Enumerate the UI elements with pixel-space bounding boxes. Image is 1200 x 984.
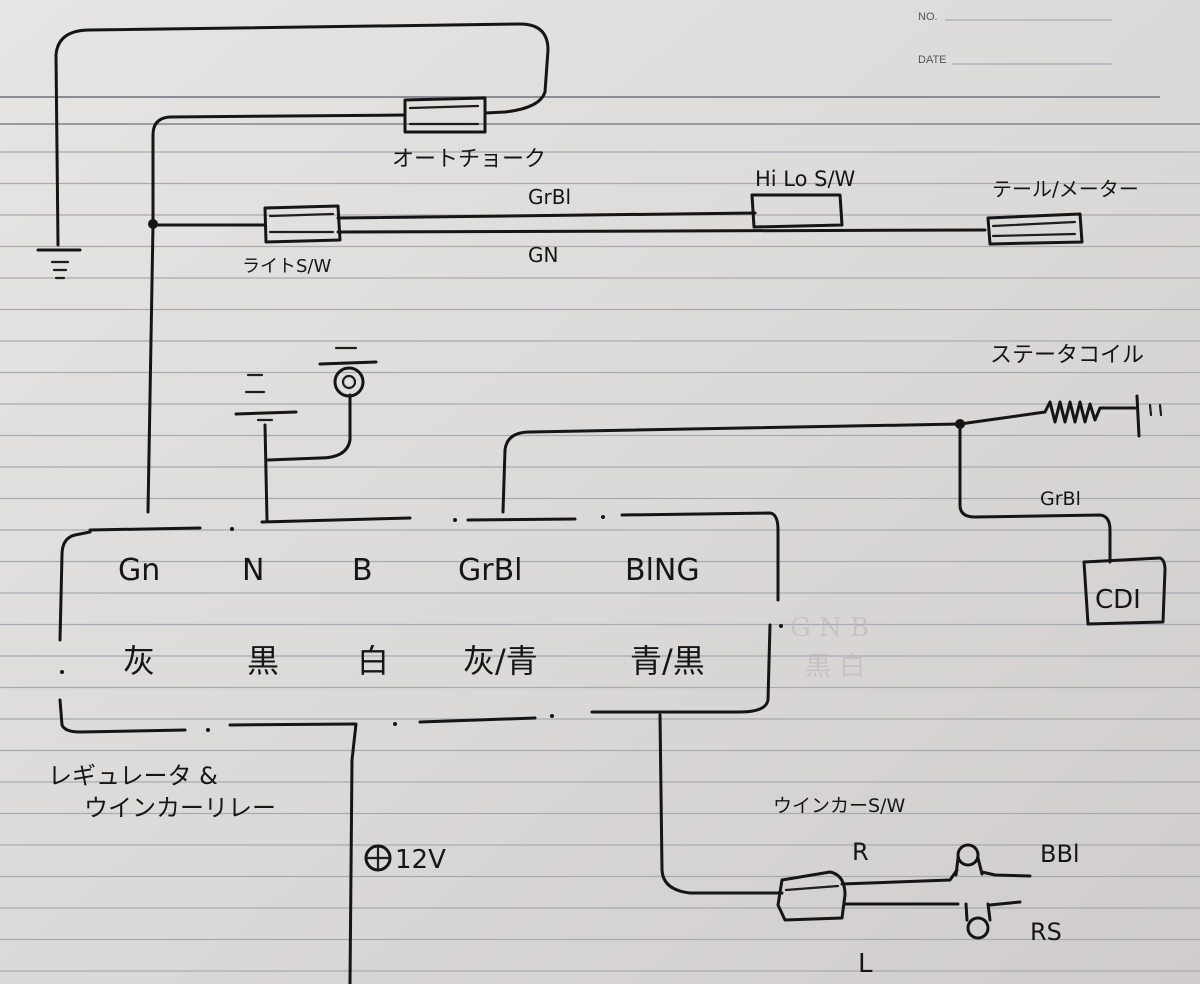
grbl-cdi-label: GrBl [1040, 488, 1081, 510]
gn-label: GN [528, 243, 558, 267]
junction-node [148, 219, 158, 229]
hilo-switch-label: Hi Lo S/W [755, 167, 856, 191]
winker-r-wire [840, 868, 959, 886]
bulb-icon [318, 346, 378, 398]
ground-icon [234, 373, 298, 422]
terminal-code: BlNG [625, 553, 700, 588]
cdi-label: CDI [1095, 585, 1141, 615]
stator-tick-1 [1148, 403, 1153, 417]
auto-choke-symbol [403, 96, 487, 134]
choke-loop-wire [54, 22, 550, 247]
b-lead-wire [266, 393, 352, 462]
ground-icon [36, 248, 82, 280]
stator-lead-wire [958, 410, 1047, 426]
plus-12v-label: 12V [395, 845, 446, 875]
terminal-color: 青/黒 [630, 642, 705, 680]
ruled-lines [0, 151, 1200, 972]
gn-wire [336, 228, 987, 234]
r-bulb-icon [954, 843, 984, 877]
grbl-wire [336, 211, 757, 220]
stator-tick-2 [1158, 403, 1163, 417]
grbl-stator-wire [501, 422, 962, 514]
date-label: DATE [918, 54, 947, 66]
bleed-through: G N B 黒 白 [790, 613, 869, 682]
winker-relay-label: ウインカーリレー [84, 794, 276, 822]
stator-coil-zigzag [1043, 400, 1137, 424]
winker-feed-wire [658, 713, 784, 895]
plus-icon [364, 844, 392, 872]
terminal-code: GrBl [458, 553, 523, 588]
terminal-color: 白 [357, 642, 389, 680]
terminal-color: 黒 [247, 642, 279, 680]
regulator-label: レギュレータ & [48, 762, 218, 790]
tail-meter-symbol [986, 212, 1084, 246]
terminal-color: 灰/青 [463, 642, 538, 680]
auto-choke-label: オートチョーク [392, 147, 546, 172]
l-bulb-lead [988, 900, 1022, 907]
stator-ground-bar [1135, 394, 1141, 438]
winker-switch-symbol [776, 870, 847, 922]
terminal-color: 灰 [123, 642, 155, 680]
grbl-cdi-wire [958, 422, 1112, 564]
connector-terminals: Gn 灰 N 黒 B 白 GrBl 灰/青 BlNG 青/黒 [118, 553, 705, 680]
gn-vertical-wire [146, 223, 155, 514]
l-bulb-icon [964, 902, 992, 940]
junction-node [955, 419, 965, 429]
plus-12v-wire [348, 722, 358, 984]
r-bulb-lead [980, 870, 1032, 878]
n-lead-wire [263, 423, 269, 522]
terminal-code: N [242, 553, 264, 588]
hilo-switch-symbol [750, 193, 844, 229]
winker-switch-label: ウインカーS/W [773, 795, 905, 817]
stator-coil-label: ステータコイル [990, 343, 1144, 368]
svg-text:黒 白: 黒 白 [805, 652, 865, 682]
light-switch-symbol [263, 204, 342, 244]
rs-label: RS [1030, 918, 1062, 946]
cdi-box: CDI [1082, 556, 1167, 626]
connector-block [58, 511, 783, 734]
svg-text:G N B: G N B [790, 613, 869, 643]
no-label: NO. [918, 11, 938, 23]
terminal-code: B [352, 553, 373, 588]
r-label: R [852, 838, 869, 866]
terminal-code: Gn [118, 553, 160, 588]
tail-meter-label: テール/メーター [992, 177, 1139, 201]
light-switch-label: ライトS/W [242, 256, 331, 277]
choke-feed-wire [151, 113, 407, 224]
grbl-top-label: GrBl [528, 185, 571, 209]
l-label: L [858, 949, 873, 979]
bbl-label: BBl [1040, 840, 1080, 868]
